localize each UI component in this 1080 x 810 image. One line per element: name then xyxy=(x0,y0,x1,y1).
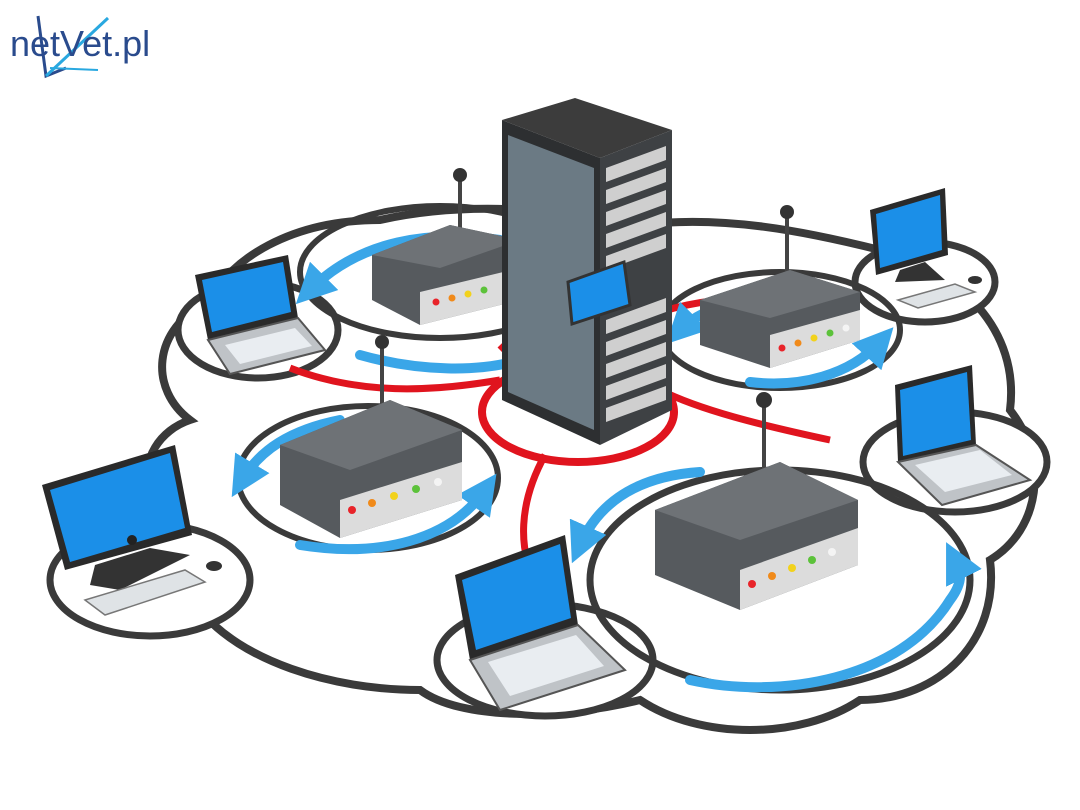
server-rack-icon xyxy=(502,98,672,445)
logo-text: netVet.pl xyxy=(10,23,151,64)
laptop-right xyxy=(895,365,1033,507)
laptop-bottom xyxy=(455,535,627,712)
router-right xyxy=(700,205,860,368)
logo-v-mark-icon xyxy=(36,15,110,79)
router-bottom-right xyxy=(655,392,858,610)
rack-units xyxy=(606,146,666,422)
rack-console-screen xyxy=(566,259,632,327)
router-top xyxy=(372,168,520,325)
laptop-left xyxy=(195,255,327,376)
desktop-left xyxy=(42,445,222,616)
netvet-logo: netVet.pl xyxy=(6,6,166,80)
router-center-left xyxy=(280,335,462,538)
desktop-right xyxy=(870,188,982,309)
